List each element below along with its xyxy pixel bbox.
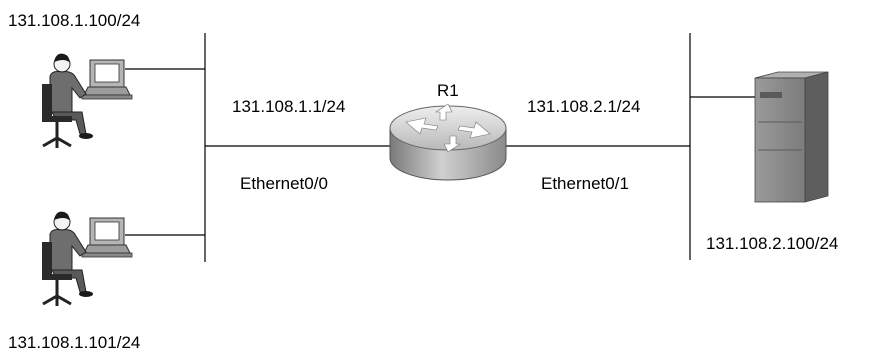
left-interface-label: Ethernet0/0 — [240, 174, 328, 193]
router-left-ip-label: 131.108.1.1/24 — [232, 97, 346, 116]
router-name-label: R1 — [437, 81, 459, 100]
host1-ip-label: 131.108.1.100/24 — [8, 11, 141, 30]
host2-ip-label: 131.108.1.101/24 — [8, 333, 141, 352]
right-interface-label: Ethernet0/1 — [541, 174, 629, 193]
server-ip-label: 131.108.2.100/24 — [706, 234, 839, 253]
user-workstation-icon — [42, 211, 133, 306]
router-right-ip-label: 131.108.2.1/24 — [527, 97, 641, 116]
router-icon — [389, 103, 507, 181]
server-tower-icon — [754, 71, 829, 203]
user-workstation-icon — [42, 53, 133, 148]
